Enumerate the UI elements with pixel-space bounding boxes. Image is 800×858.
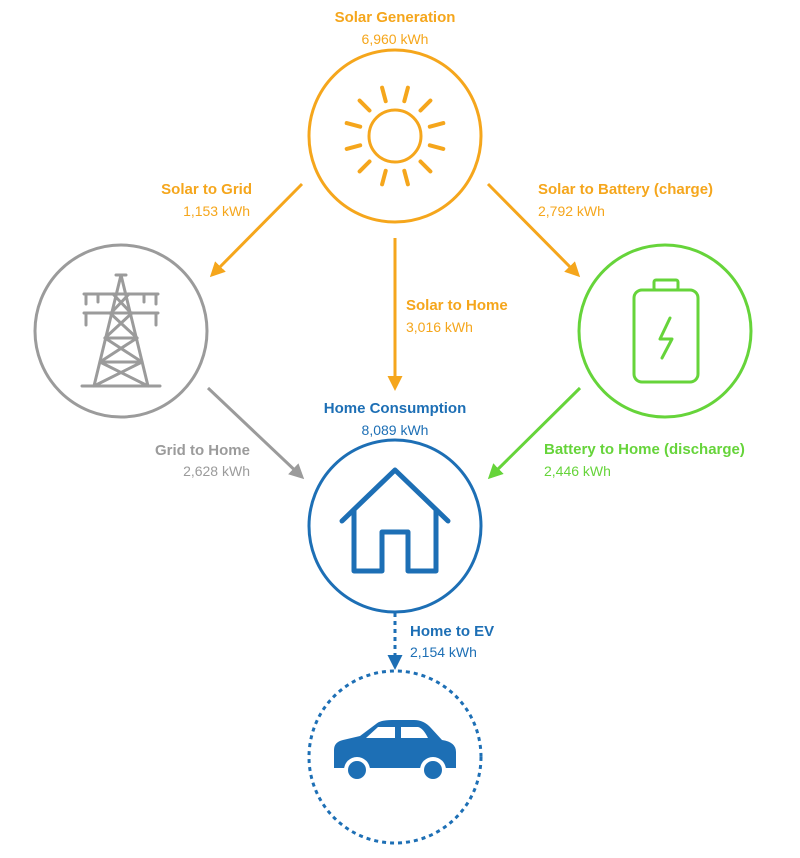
- power-pylon-icon: [80, 273, 162, 388]
- ev-node-circle: [307, 669, 483, 845]
- sun-ray: [418, 98, 433, 113]
- grid-to-home-value: 2,628 kWh: [183, 463, 250, 479]
- solar-to-battery-value: 2,792 kWh: [538, 203, 605, 219]
- sun-icon: [344, 85, 446, 187]
- home-consumption-value: 8,089 kWh: [362, 422, 429, 438]
- solar-to-battery-arrow: [486, 182, 581, 278]
- solar-to-home-value: 3,016 kWh: [406, 319, 473, 335]
- sun-ray: [402, 168, 410, 187]
- sun-ray: [427, 143, 446, 151]
- solar-to-grid-value: 1,153 kWh: [183, 203, 250, 219]
- sun-ray: [380, 168, 388, 187]
- battery-to-home-label: Battery to Home (discharge): [544, 441, 745, 458]
- home-to-ev-value: 2,154 kWh: [410, 644, 477, 660]
- battery-to-home-arrow: [487, 386, 582, 480]
- battery-node-circle: [577, 243, 753, 419]
- battery-charging-icon: [632, 278, 700, 384]
- solar-generation-value: 6,960 kWh: [362, 31, 429, 47]
- solar-to-home-label: Solar to Home: [406, 297, 508, 314]
- battery-to-home-value: 2,446 kWh: [544, 463, 611, 479]
- grid-to-home-arrow: [206, 386, 305, 480]
- home-node-circle: [307, 438, 483, 614]
- solar-to-grid-label: Solar to Grid: [161, 181, 252, 198]
- car-icon: [334, 720, 456, 783]
- sun-ray: [418, 159, 433, 174]
- home-consumption-label: Home Consumption: [324, 400, 467, 417]
- sun-ray: [344, 143, 363, 151]
- grid-to-home-label: Grid to Home: [155, 442, 250, 459]
- solar-generation-label: Solar Generation: [335, 9, 456, 26]
- sun-ray: [402, 85, 410, 104]
- grid-node-circle: [33, 243, 209, 419]
- solar-to-grid-arrow: [209, 182, 304, 278]
- house-icon: [339, 467, 451, 574]
- sun-ray: [344, 121, 363, 129]
- home-to-ev-label: Home to EV: [410, 623, 494, 640]
- sun-ray: [380, 85, 388, 104]
- sun-ray: [357, 98, 372, 113]
- solar-node-circle: [307, 48, 483, 224]
- sun-ray: [357, 159, 372, 174]
- sun-ray: [427, 121, 446, 129]
- solar-to-battery-label: Solar to Battery (charge): [538, 181, 713, 198]
